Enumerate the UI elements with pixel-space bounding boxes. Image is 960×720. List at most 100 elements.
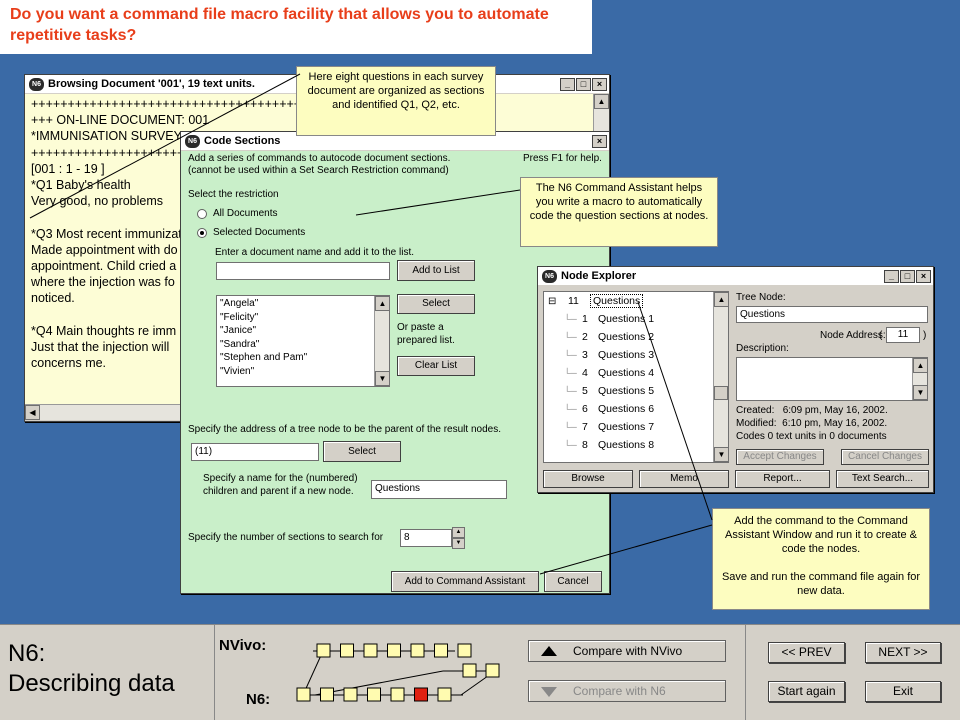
tree-node-address-input[interactable]: (11): [191, 443, 319, 461]
tree-node-input[interactable]: Questions: [736, 306, 928, 323]
nvivo-step[interactable]: [434, 643, 448, 658]
clear-list-button[interactable]: Clear List: [397, 356, 475, 376]
nvivo-step[interactable]: [316, 643, 331, 658]
memo-button[interactable]: Memo: [639, 470, 729, 488]
n6-current-step[interactable]: [414, 687, 428, 702]
cancel-changes-button[interactable]: Cancel Changes: [841, 449, 929, 465]
document-line: *Q4 Main thoughts re imm: [31, 323, 177, 338]
document-list-scrollbar[interactable]: ▲ ▼: [374, 296, 390, 386]
scroll-down-icon[interactable]: ▼: [714, 447, 729, 462]
radio-icon[interactable]: [197, 208, 207, 219]
paste-label-2: prepared list.: [397, 335, 455, 346]
minimize-icon[interactable]: _: [560, 77, 575, 91]
prev-button[interactable]: << PREV: [768, 642, 845, 663]
nvivo-step[interactable]: [410, 643, 425, 658]
nvivo-step[interactable]: [457, 643, 472, 658]
report-button[interactable]: Report...: [735, 470, 830, 488]
callout-add-command: Add the command to the Command Assistant…: [712, 508, 930, 610]
address-select-button[interactable]: Select: [323, 441, 401, 462]
radio-selected-documents[interactable]: Selected Documents: [197, 227, 305, 238]
scroll-left-icon[interactable]: ◀: [25, 405, 40, 420]
code-sections-title: Code Sections: [204, 135, 281, 147]
list-item[interactable]: "Sandra": [220, 338, 260, 350]
node-name-input[interactable]: Questions: [371, 480, 507, 499]
scroll-up-icon[interactable]: ▲: [594, 94, 609, 109]
scroll-down-icon[interactable]: ▼: [913, 385, 928, 400]
headline: Do you want a command file macro facilit…: [0, 0, 592, 54]
select-list-button[interactable]: Select: [397, 294, 475, 314]
close-icon[interactable]: ×: [592, 134, 607, 148]
list-item[interactable]: "Angela": [220, 298, 259, 309]
text-search-button[interactable]: Text Search...: [836, 470, 929, 488]
sections-label: Specify the number of sections to search…: [188, 532, 384, 543]
node-address-input[interactable]: 11: [886, 327, 920, 343]
compare-with-n6-button[interactable]: Compare with N6: [528, 680, 726, 702]
nvivo-step[interactable]: [462, 663, 477, 678]
minimize-icon[interactable]: _: [884, 269, 899, 283]
tree-connector: └─: [564, 386, 577, 396]
close-icon[interactable]: ×: [592, 77, 607, 91]
sections-count-input[interactable]: 8: [400, 529, 452, 547]
stepper-up-icon[interactable]: ▲: [452, 527, 465, 538]
compare-with-nvivo-button[interactable]: Compare with NVivo: [528, 640, 726, 662]
n6-step[interactable]: [320, 687, 334, 702]
list-item[interactable]: "Vivien": [220, 365, 255, 377]
scroll-up-icon[interactable]: ▲: [375, 296, 390, 311]
next-button[interactable]: NEXT >>: [865, 642, 941, 663]
sections-stepper[interactable]: ▲ ▼: [452, 527, 465, 549]
cancel-button[interactable]: Cancel: [544, 571, 602, 592]
scroll-down-icon[interactable]: ▼: [375, 371, 390, 386]
radio-checked-icon[interactable]: [197, 227, 207, 238]
scroll-up-icon[interactable]: ▲: [714, 292, 729, 307]
slide-title-line-1: N6:: [8, 640, 46, 667]
document-name-input[interactable]: [216, 262, 390, 280]
exit-button[interactable]: Exit: [865, 681, 941, 702]
n6-step[interactable]: [367, 687, 381, 702]
browse-button[interactable]: Browse: [543, 470, 633, 488]
tree-child-label: Questions 5: [598, 385, 655, 397]
collapse-icon[interactable]: ⊟: [548, 295, 557, 307]
scroll-up-icon[interactable]: ▲: [913, 358, 928, 373]
intro-line-2: (cannot be used within a Set Search Rest…: [188, 165, 449, 176]
start-again-button[interactable]: Start again: [768, 681, 845, 702]
slide-title-line-2: Describing data: [8, 670, 175, 697]
add-to-command-assistant-button[interactable]: Add to Command Assistant: [391, 571, 539, 592]
nvivo-step[interactable]: [363, 643, 378, 658]
radio-all-documents[interactable]: All Documents: [197, 208, 277, 219]
close-icon[interactable]: ×: [916, 269, 931, 283]
accept-changes-button[interactable]: Accept Changes: [736, 449, 824, 465]
document-line: Just that the injection will: [31, 339, 170, 354]
list-item[interactable]: "Janice": [220, 325, 257, 336]
stepper-down-icon[interactable]: ▼: [452, 538, 465, 549]
maximize-icon[interactable]: □: [900, 269, 915, 283]
maximize-icon[interactable]: □: [576, 77, 591, 91]
add-to-list-button[interactable]: Add to List: [397, 260, 475, 281]
n6-step[interactable]: [343, 687, 358, 702]
n6-step[interactable]: [390, 687, 405, 702]
scroll-thumb[interactable]: [714, 386, 728, 400]
tree-scrollbar[interactable]: ▲ ▼: [713, 292, 729, 462]
tree-child-label: Questions 4: [598, 367, 655, 379]
document-list[interactable]: "Angela" "Felicity" "Janice" "Sandra" "Steph…: [216, 295, 390, 387]
n6-step[interactable]: [437, 687, 452, 702]
list-item[interactable]: "Stephen and Pam": [220, 352, 308, 363]
browsing-title: Browsing Document '001', 19 text units.: [48, 78, 255, 90]
tree-root-node[interactable]: ⊟ 11 Questions: [544, 292, 728, 310]
description-input[interactable]: [736, 357, 928, 401]
list-item[interactable]: "Felicity": [220, 311, 259, 323]
n6-step[interactable]: [296, 687, 311, 702]
nvivo-step[interactable]: [485, 663, 500, 678]
description-scrollbar[interactable]: ▲ ▼: [912, 358, 928, 400]
nvivo-step[interactable]: [387, 643, 401, 658]
nvivo-step[interactable]: [340, 643, 354, 658]
n6-logo-icon: N6: [29, 77, 44, 91]
